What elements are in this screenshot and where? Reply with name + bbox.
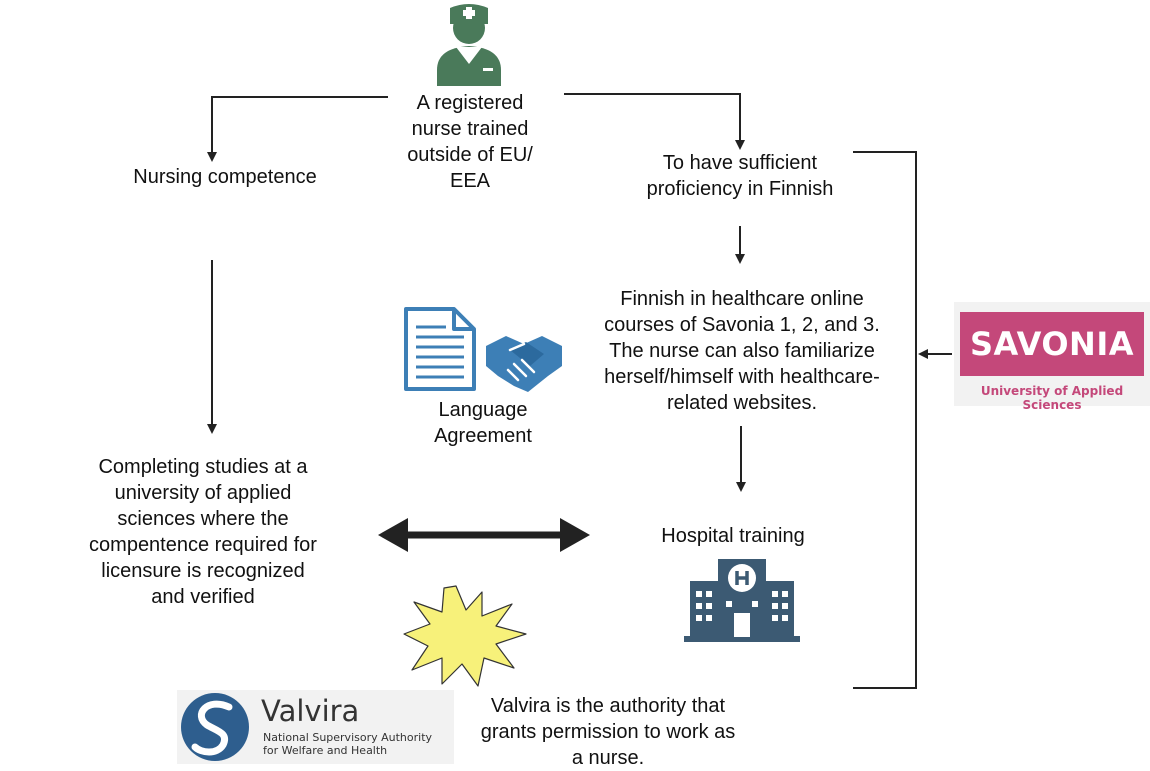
savonia-courses-label: Finnish in healthcare online courses of … (604, 288, 880, 414)
savonia-logo: SAVONIA University of Applied Sciences (954, 302, 1150, 412)
valvira-note-label: Valvira is the authority that grants per… (480, 695, 736, 769)
bracket-savonia (853, 151, 917, 689)
nurse-icon (437, 4, 501, 86)
finnish-requirement-label: To have sufficient proficiency in Finnis… (646, 152, 834, 200)
nursing-competence-label: Nursing competence (133, 166, 317, 188)
savonia-logo-subtitle: University of Applied Sciences (980, 384, 1124, 412)
hospital-icon (684, 559, 800, 642)
starburst-icon (403, 585, 527, 687)
savonia-logo-name: SAVONIA (970, 325, 1134, 363)
language-agreement-label: Language Agreement (434, 399, 532, 447)
studies-label: Completing studies at a university of ap… (89, 456, 317, 608)
arrow-nurse-to-finnish (564, 93, 745, 150)
document-icon (404, 307, 476, 391)
arrow-nurse-to-competence (207, 96, 388, 162)
savonia-logo-badge (960, 312, 1144, 376)
valvira-logo-name: Valvira (261, 694, 360, 728)
nurse-label: A registered nurse trained outside of EU… (407, 92, 533, 192)
valvira-logo-line2: for Welfare and Health (263, 744, 388, 757)
valvira-logo-line1: National Supervisory Authority (263, 731, 433, 744)
valvira-emblem-icon (181, 693, 249, 761)
double-arrow-studies-hospital (378, 518, 590, 552)
hospital-training-label: Hospital training (661, 525, 805, 547)
valvira-logo: Valvira National Supervisory Authority f… (177, 690, 454, 764)
handshake-icon (486, 336, 562, 392)
